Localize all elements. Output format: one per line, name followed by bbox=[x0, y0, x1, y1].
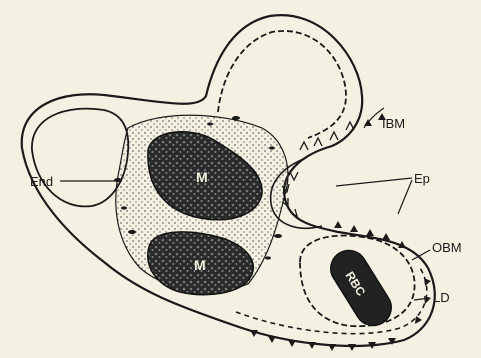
label-nucleus-lower: M bbox=[194, 257, 206, 273]
label-nucleus-upper: M bbox=[196, 169, 208, 185]
outer-dashed-layer bbox=[236, 268, 427, 334]
label-ibm: IBM bbox=[382, 116, 405, 131]
label-obm: OBM bbox=[432, 240, 462, 255]
label-end: End bbox=[30, 174, 53, 189]
capillary-lumen-left bbox=[32, 109, 128, 207]
label-ld: LD bbox=[433, 290, 450, 305]
label-ep: Ep bbox=[414, 171, 430, 186]
